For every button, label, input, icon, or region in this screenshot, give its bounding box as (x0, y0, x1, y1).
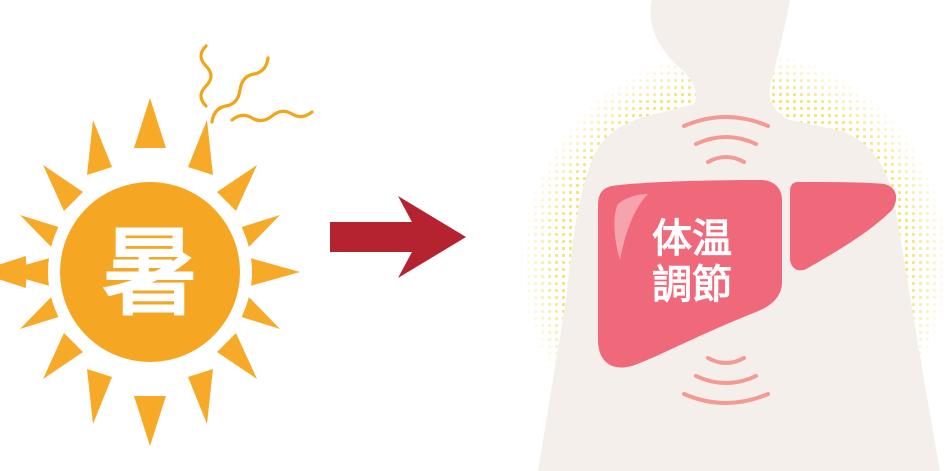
signal-waves-top (682, 115, 770, 164)
arrow-right-icon (330, 196, 466, 278)
liver-label-line1: 体温 (652, 216, 732, 262)
sun-icon: 暑 (0, 98, 300, 446)
liver-label-line2: 調節 (652, 262, 732, 308)
sun-label: 暑 (102, 217, 198, 329)
sun-disc (60, 182, 240, 362)
heat-wave-icon (199, 44, 314, 124)
liver-icon: 体温 調節 (598, 180, 897, 368)
signal-waves-bottom (682, 356, 770, 405)
